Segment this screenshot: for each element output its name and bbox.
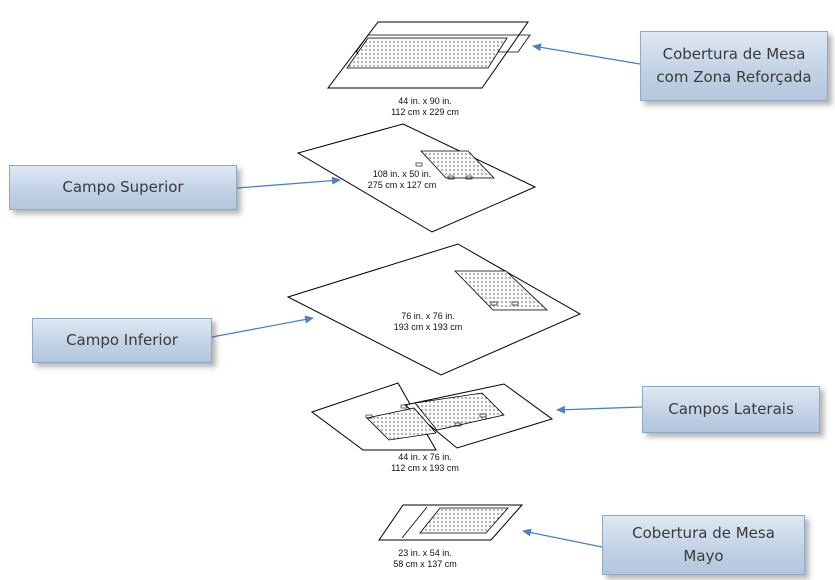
side-drapes-callout: Campos Laterais: [642, 386, 820, 433]
side-drapes-drawing: [310, 382, 554, 451]
lower-drape-dim-metric: 193 cm x 193 cm: [394, 322, 463, 332]
mayo-cover-callout-line1: Cobertura de Mesa: [632, 524, 775, 542]
table-cover-callout-line2: com Zona Reforçada: [656, 68, 812, 86]
table-cover-callout-line1: Cobertura de Mesa: [662, 45, 806, 63]
upper-drape-callout: Campo Superior: [9, 165, 237, 210]
lower-drape-callout-label: Campo Inferior: [66, 331, 178, 349]
mayo-cover-callout: Cobertura de Mesa Mayo: [602, 515, 805, 575]
mayo-cover-arrow: [522, 528, 603, 548]
upper-drape-dim-metric: 275 cm x 127 cm: [368, 180, 437, 190]
side-drapes-dim-metric: 112 cm x 193 cm: [391, 463, 459, 473]
lower-drape-drawing: [286, 243, 582, 376]
lower-drape-dim-imperial: 76 in. x 76 in.: [401, 311, 455, 321]
upper-drape-callout-label: Campo Superior: [62, 178, 184, 196]
side-drapes-dim-imperial: 44 in. x 76 in.: [398, 452, 452, 462]
mayo-cover-callout-line2: Mayo: [683, 547, 724, 565]
table-cover-arrow: [532, 43, 641, 65]
table-cover-dim-metric: 112 cm x 229 cm: [391, 107, 459, 117]
mayo-cover-dim-metric: 58 cm x 137 cm: [393, 559, 457, 569]
upper-drape-dim-imperial: 108 in. x 50 in.: [373, 169, 432, 179]
lower-drape-arrow: [211, 315, 314, 338]
mayo-cover-dim-imperial: 23 in. x 54 in.: [398, 548, 452, 558]
table-cover-callout: Cobertura de Mesa com Zona Reforçada: [640, 31, 828, 101]
table-cover-dim-imperial: 44 in. x 90 in.: [398, 96, 452, 106]
upper-drape-drawing: [296, 123, 537, 233]
lower-drape-callout: Campo Inferior: [32, 318, 212, 363]
table-cover-drawing: [326, 21, 531, 89]
side-drapes-arrow: [556, 405, 643, 414]
side-drapes-callout-label: Campos Laterais: [668, 400, 794, 418]
upper-drape-arrow: [236, 176, 341, 189]
mayo-cover-drawing: [378, 504, 524, 541]
